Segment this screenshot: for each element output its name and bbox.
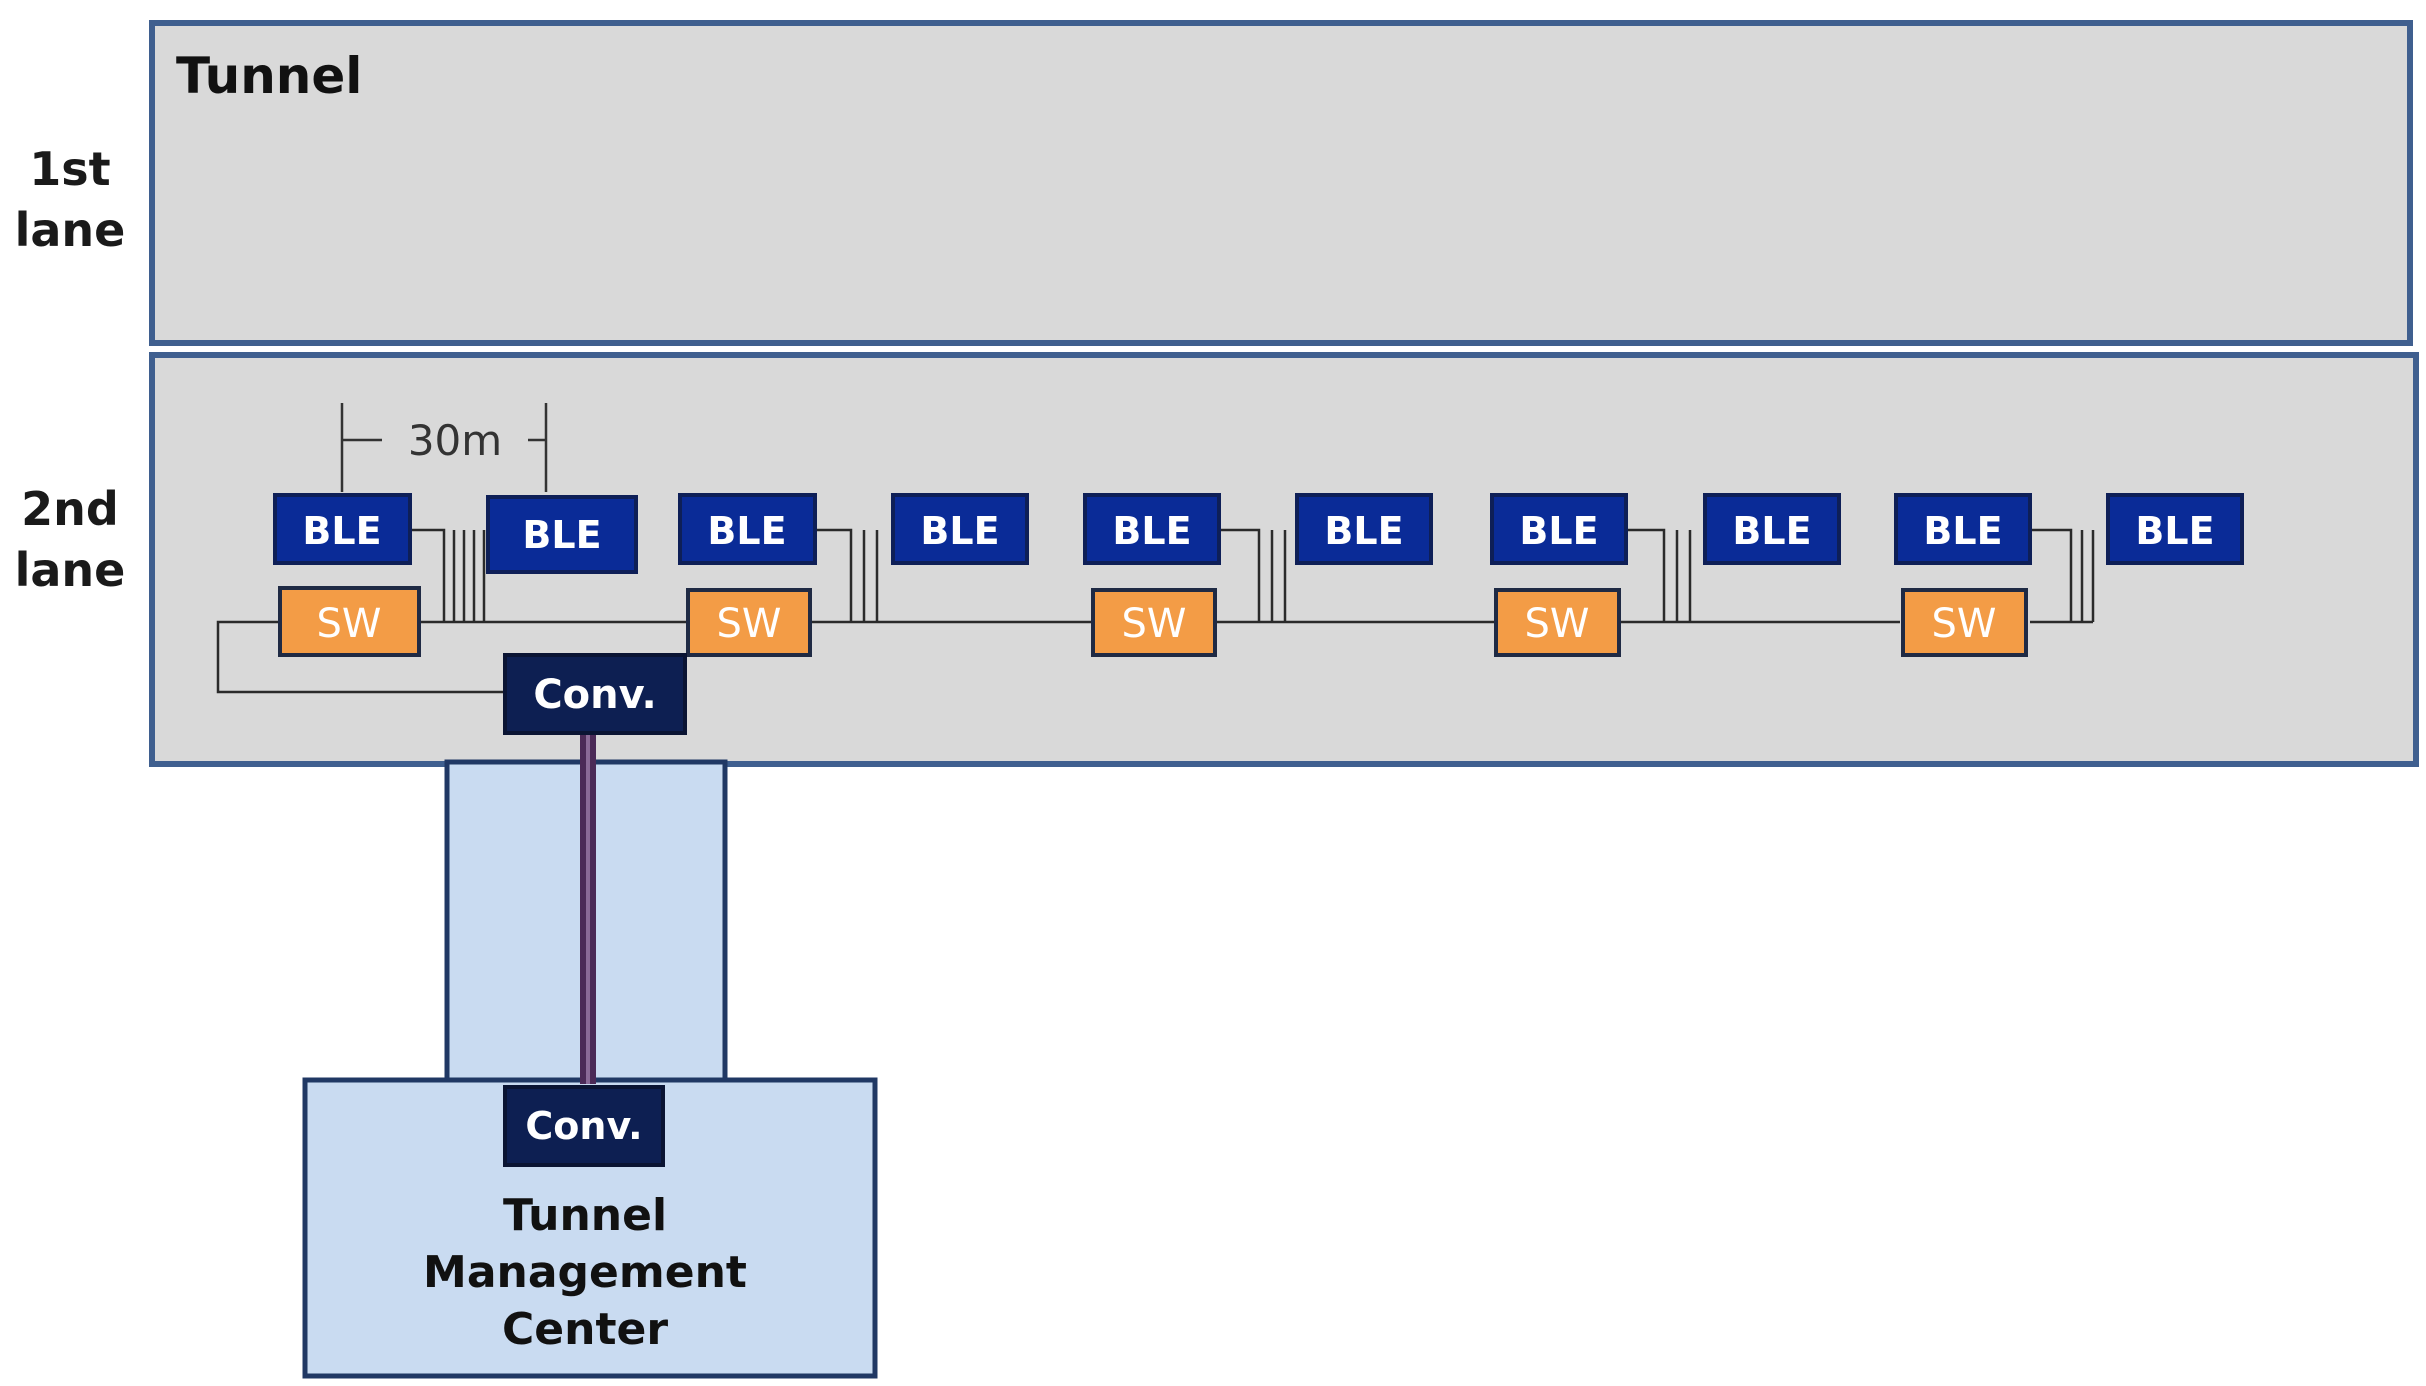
conv-label: Conv. (525, 1104, 642, 1148)
sw-label: SW (1122, 601, 1187, 647)
ble-label: BLE (1923, 509, 2002, 553)
lane-label-2nd-line2: lane (15, 543, 126, 597)
center-label-line1: Tunnel (503, 1190, 667, 1241)
ble-label: BLE (707, 509, 786, 553)
center-label-line3: Center (502, 1304, 668, 1355)
network-switch: SW (278, 586, 421, 657)
ble-beacon: BLE (2106, 493, 2244, 565)
lane-label-1st-line2: lane (15, 203, 126, 257)
ble-label: BLE (1519, 509, 1598, 553)
network-switch: SW (686, 588, 812, 657)
lane-label-1st-line1: 1st (29, 142, 110, 196)
ble-label: BLE (302, 509, 381, 553)
ble-beacon: BLE (678, 493, 817, 565)
network-switch: SW (1494, 588, 1621, 657)
ble-label: BLE (2135, 509, 2214, 553)
ble-beacon: BLE (1703, 493, 1841, 565)
ble-label: BLE (522, 513, 601, 557)
lane-label-2nd: 2nd lane (15, 482, 126, 597)
sw-label: SW (317, 601, 382, 647)
ble-beacon: BLE (1083, 493, 1221, 565)
ble-beacon: BLE (273, 493, 412, 565)
tunnel-title: Tunnel (176, 47, 362, 105)
spacing-dimension (340, 403, 548, 492)
ble-beacon: BLE (486, 495, 638, 574)
ble-beacon: BLE (1295, 493, 1433, 565)
lane-label-1st: 1st lane (15, 142, 126, 257)
tunnel-converter: Conv. (503, 653, 687, 735)
ble-beacon: BLE (1894, 493, 2032, 565)
sw-label: SW (717, 601, 782, 647)
ble-label: BLE (1112, 509, 1191, 553)
spacing-label: 30m (408, 416, 502, 465)
ble-label: BLE (1324, 509, 1403, 553)
lane-label-2nd-line1: 2nd (21, 482, 119, 536)
sw-label: SW (1525, 601, 1590, 647)
tunnel-lane-1 (149, 20, 2413, 346)
ble-beacon: BLE (1490, 493, 1628, 565)
conv-label: Conv. (533, 672, 656, 718)
network-switch: SW (1091, 588, 1217, 657)
center-converter: Conv. (503, 1085, 665, 1167)
ble-label: BLE (1732, 509, 1811, 553)
network-switch: SW (1901, 588, 2028, 657)
center-label-line2: Management (423, 1247, 747, 1298)
management-center-label: Tunnel Management Center (423, 1190, 747, 1355)
ble-label: BLE (920, 509, 999, 553)
sw-label: SW (1932, 601, 1997, 647)
ble-beacon: BLE (891, 493, 1029, 565)
